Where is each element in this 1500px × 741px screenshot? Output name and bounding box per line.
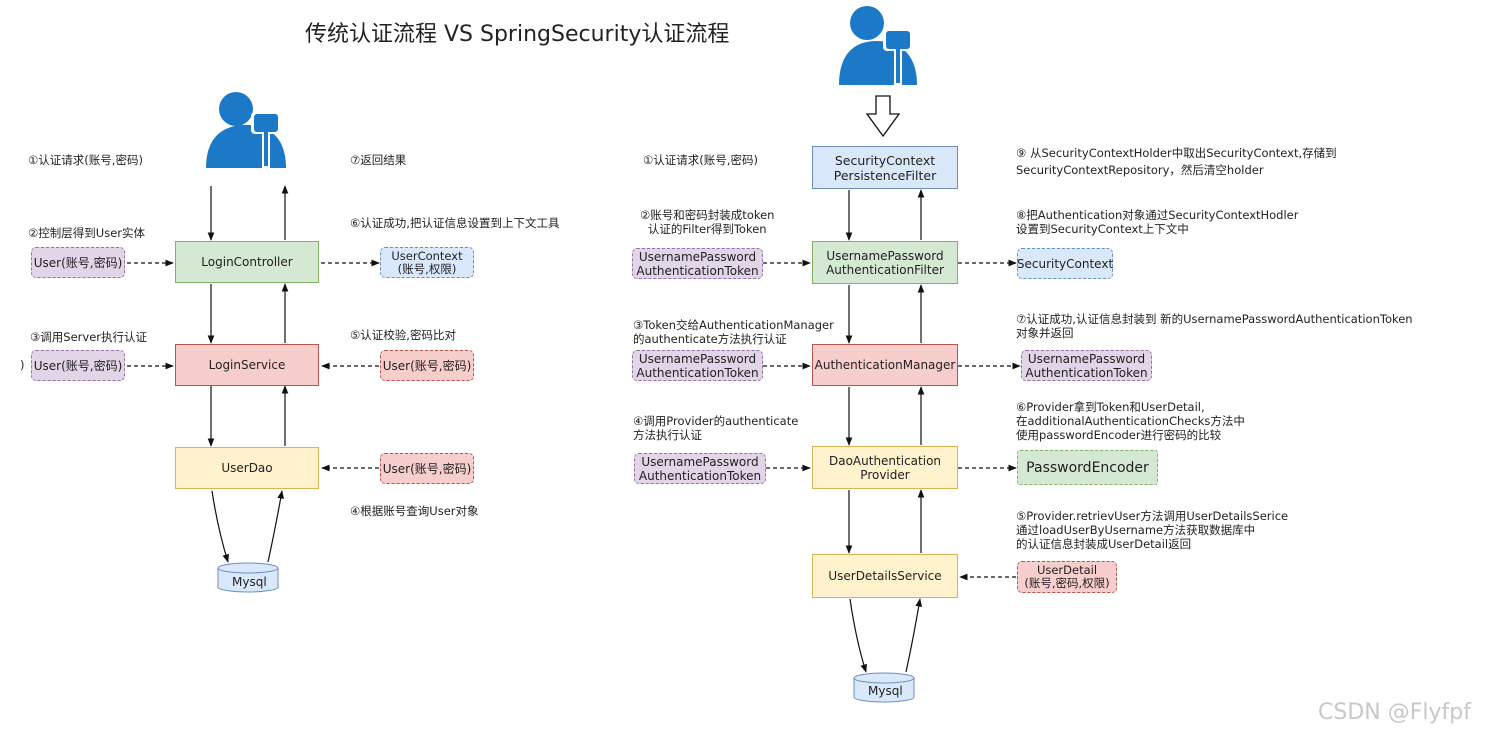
left-step1-label: ①认证请求(账号,密码)	[28, 153, 143, 167]
login-service-box: LoginService	[175, 344, 319, 386]
right-step4-label: ④调用Provider的authenticate 方法执行认证	[633, 414, 799, 442]
right-step2-label: ②账号和密码封装成token 认证的Filter得到Token	[640, 208, 775, 236]
db-label-left: Mysql	[232, 575, 267, 589]
user-details-service-box: UserDetailsService	[812, 554, 958, 598]
db-label-right: Mysql	[868, 684, 903, 698]
right-step7-label: ⑦认证成功,认证信息封装到 新的UsernamePasswordAuthenti…	[1016, 312, 1413, 340]
right-step6-label: ⑥Provider拿到Token和UserDetail, 在additional…	[1016, 400, 1245, 442]
token-box-1: UsernamePassword AuthenticationToken	[632, 248, 763, 279]
user-key-icon-right	[839, 6, 917, 87]
right-step9-label: ⑨ 从SecurityContextHolder中取出SecurityConte…	[1016, 146, 1337, 177]
left-step7-label: ⑦返回结果	[350, 153, 407, 167]
password-encoder-box: PasswordEncoder	[1017, 450, 1158, 485]
left-step2-label: ②控制层得到User实体	[28, 226, 146, 240]
right-flow-arrows	[845, 189, 925, 673]
stray-mark: )	[20, 358, 25, 372]
persistence-filter-box: SecurityContext PersistenceFilter	[812, 146, 958, 189]
database-icon-right	[853, 672, 915, 703]
page-title: 传统认证流程 VS SpringSecurity认证流程	[305, 22, 730, 47]
left-flow-arrows	[207, 185, 289, 563]
watermark: CSDN @Flyfpf	[1318, 700, 1471, 725]
auth-manager-box: AuthenticationManager	[812, 344, 958, 386]
right-step1-label: ①认证请求(账号,密码)	[643, 153, 758, 167]
user-context-box: UserContext (账号,权限)	[380, 247, 474, 278]
user-key-icon-left	[206, 92, 286, 170]
database-icon-left	[217, 562, 279, 593]
left-step6-label: ⑥认证成功,把认证信息设置到上下文工具	[350, 216, 560, 230]
auth-filter-box: UsernamePassword AuthenticationFilter	[812, 241, 958, 284]
right-step8-label: ⑧把Authentication对象通过SecurityContextHodle…	[1016, 208, 1299, 236]
left-step4-label: ④根据账号查询User对象	[350, 504, 479, 518]
token-out-box: UsernamePassword AuthenticationToken	[1021, 350, 1152, 381]
user-dao-box: UserDao	[175, 447, 319, 489]
token-box-3: UsernamePassword AuthenticationToken	[634, 453, 766, 484]
right-step5-label: ⑤Provider.retrievUser方法调用UserDetailsSeri…	[1016, 509, 1289, 551]
dao-provider-box: DaoAuthentication Provider	[812, 446, 958, 489]
user-output-box-2: User(账号,密码)	[380, 453, 474, 484]
user-output-box-1: User(账号,密码)	[380, 350, 474, 381]
user-input-box-2: User(账号,密码)	[31, 350, 125, 381]
login-controller-box: LoginController	[175, 241, 319, 283]
left-dashed-arrows	[127, 259, 380, 472]
security-context-box: SecurityContext	[1017, 248, 1113, 279]
right-step3-label: ③Token交给AuthenticationManager 的authentic…	[633, 318, 834, 346]
left-step5-label: ⑤认证校验,密码比对	[350, 328, 456, 342]
user-detail-box: UserDetail (账号,密码,权限)	[1017, 561, 1117, 593]
user-input-box-1: User(账号,密码)	[31, 247, 125, 278]
token-box-2: UsernamePassword AuthenticationToken	[632, 350, 763, 381]
right-dashed-arrows	[763, 259, 1021, 581]
hollow-down-arrow	[865, 95, 901, 138]
left-step3-label: ③调用Server执行认证	[30, 330, 148, 344]
